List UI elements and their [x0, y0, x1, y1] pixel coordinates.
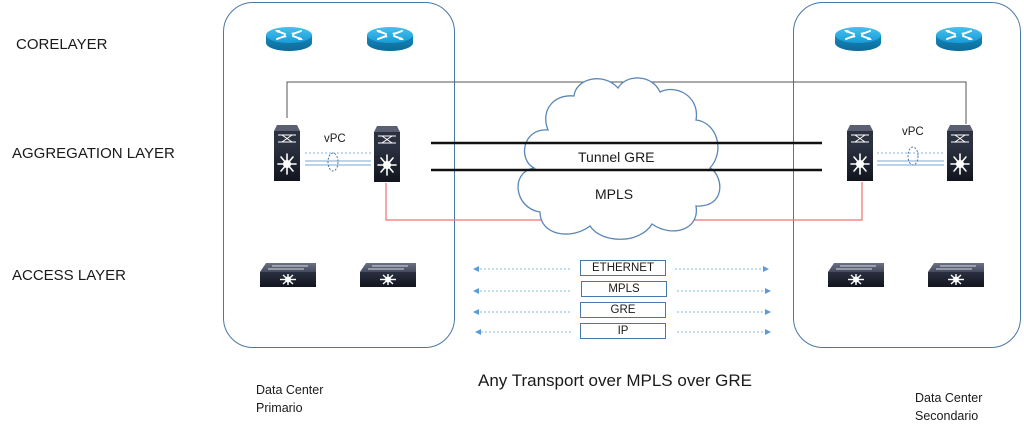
vpc-label-left: vPC — [324, 133, 346, 145]
vpc-bundle-icon-right — [907, 146, 919, 166]
protocol-gre: GRE — [580, 302, 666, 318]
access-switch-icon — [827, 262, 885, 288]
mpls-cloud-icon — [517, 77, 721, 240]
access-switch-icon — [359, 262, 417, 288]
protocol-mpls: MPLS — [581, 281, 667, 297]
aggregation-switch-icon — [946, 125, 974, 181]
access-switch-icon — [259, 262, 317, 288]
aggregation-switch-icon — [273, 125, 301, 181]
vpc-bundle-icon-left — [327, 152, 339, 172]
access-layer-label: ACCESS LAYER — [12, 267, 126, 284]
core-router-icon — [366, 26, 414, 52]
core-router-icon — [265, 26, 313, 52]
tunnel-gre-label: Tunnel GRE — [578, 149, 655, 165]
aggregation-switch-icon — [846, 125, 874, 181]
primary-datacenter-line2: Primario — [256, 401, 303, 415]
aggregation-layer-label: AGGREGATION LAYER — [12, 145, 175, 162]
primary-datacenter-box — [223, 2, 455, 348]
primary-datacenter-line1: Data Center — [256, 383, 324, 397]
core-layer-label: CORELAYER — [16, 36, 108, 53]
secondary-datacenter-box — [793, 2, 1021, 348]
secondary-datacenter-line1: Data Center — [915, 391, 983, 405]
vpc-label-right: vPC — [902, 126, 924, 138]
primary-datacenter-label: Data Center Primario — [256, 381, 323, 417]
secondary-datacenter-line2: Secondario — [915, 409, 979, 423]
protocol-ethernet: ETHERNET — [580, 260, 666, 276]
mpls-cloud-label: MPLS — [595, 186, 634, 202]
core-router-icon — [834, 26, 882, 52]
access-switch-icon — [927, 262, 985, 288]
aggregation-switch-icon — [373, 126, 401, 182]
diagram-caption: Any Transport over MPLS over GRE — [478, 371, 752, 390]
protocol-ip: IP — [580, 323, 666, 339]
secondary-datacenter-label: Data Center Secondario — [915, 389, 982, 425]
core-router-icon — [935, 26, 983, 52]
